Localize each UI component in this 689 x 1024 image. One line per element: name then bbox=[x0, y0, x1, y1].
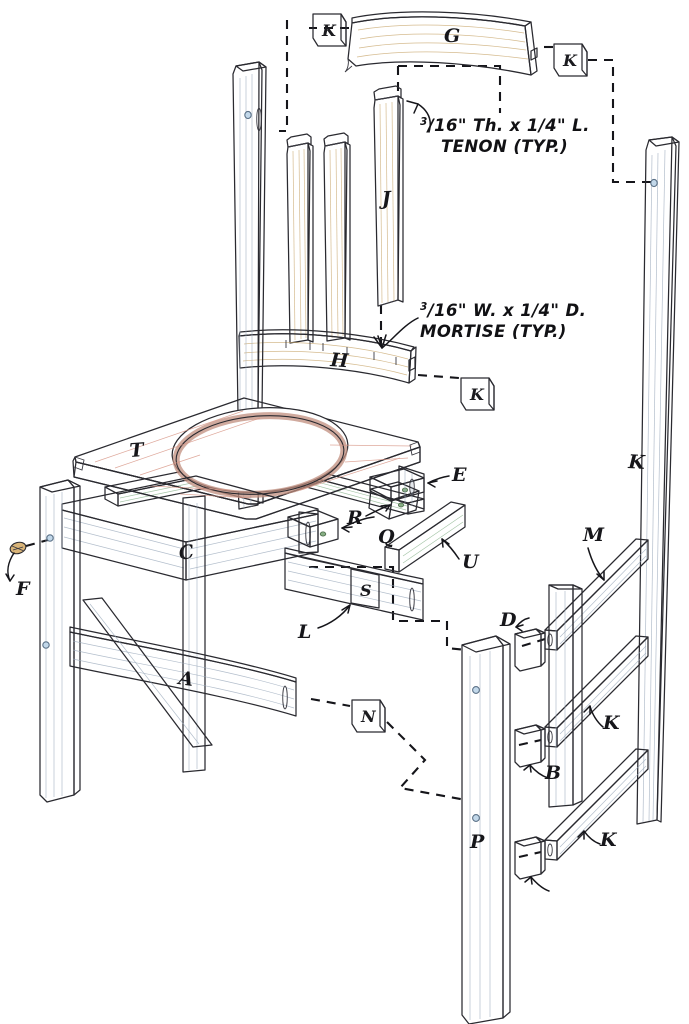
tenon-note-line2: TENON (TYP.) bbox=[441, 137, 568, 156]
rear-post-left[interactable] bbox=[232, 61, 267, 415]
callout-G: G bbox=[444, 25, 461, 47]
callout-K-rail: K bbox=[469, 385, 485, 404]
part-L-tenon-block-rail[interactable]: S bbox=[350, 568, 380, 609]
annotation-mortise-note: 3/16" W. x 1/4" D. MORTISE (TYP.) bbox=[373, 301, 586, 349]
part-P-side-rung-lower[interactable]: K bbox=[544, 748, 649, 861]
callout-H: H bbox=[329, 349, 350, 372]
callout-C: C bbox=[177, 541, 196, 565]
callout-L-leg: D bbox=[499, 609, 517, 631]
tenon-note-line1: /16" Th. x 1/4" L. bbox=[426, 116, 590, 135]
part-K-tenon-block-rail[interactable]: K bbox=[460, 377, 495, 411]
callout-L-rail: S bbox=[360, 581, 372, 600]
part-J-back-spindle-middle[interactable] bbox=[323, 132, 351, 342]
callout-K-leg-middle: B bbox=[544, 762, 562, 784]
callout-S: F bbox=[15, 578, 31, 600]
callout-U: U bbox=[462, 551, 480, 573]
callout-K-top-left: K bbox=[321, 21, 337, 40]
callout-M: M bbox=[582, 524, 605, 546]
mortise-note-sup: 3 bbox=[420, 301, 428, 313]
part-K-tenon-block-leg-lower[interactable] bbox=[514, 836, 550, 892]
callout-P: K bbox=[599, 829, 618, 851]
rear-cross-brace bbox=[82, 597, 213, 748]
callout-F: L bbox=[297, 621, 312, 643]
svg-text:3/16" Th. x 1/4" L.: 3/16" Th. x 1/4" L. bbox=[420, 116, 590, 135]
callout-E: E bbox=[451, 464, 467, 486]
seat-frame-corner-post bbox=[398, 465, 425, 510]
assembly-guide-lines bbox=[25, 20, 651, 859]
part-K-tenon-block-leg-middle[interactable]: B bbox=[514, 724, 562, 784]
part-F-front-seat-rail[interactable]: L bbox=[284, 547, 424, 643]
callout-D: A bbox=[175, 667, 195, 691]
part-A-rear-leg-right[interactable]: K bbox=[627, 136, 680, 825]
part-Q-corner-block-front[interactable]: Q bbox=[287, 509, 395, 548]
part-K-tenon-block-stretcher[interactable]: N bbox=[351, 699, 386, 733]
right-frame-rear-post bbox=[548, 584, 583, 808]
part-S-screw-plug[interactable]: F bbox=[5, 541, 31, 600]
part-N-side-rung-middle[interactable]: K bbox=[544, 635, 649, 748]
svg-text:3/16" W. x 1/4" D.: 3/16" W. x 1/4" D. bbox=[420, 301, 586, 320]
part-D-side-stretcher[interactable]: A bbox=[69, 626, 297, 717]
part-M-side-rung-upper[interactable]: M bbox=[544, 524, 649, 651]
part-K-tenon-block-top-left[interactable]: K bbox=[312, 13, 347, 47]
callout-K-top-right: K bbox=[562, 51, 578, 70]
callout-J: J bbox=[378, 188, 393, 210]
part-U-seat-cleat[interactable]: U bbox=[384, 501, 480, 573]
annotation-tenon-note: 3/16" Th. x 1/4" L. TENON (TYP.) bbox=[406, 100, 590, 156]
part-J-back-spindle-right[interactable]: J bbox=[373, 85, 404, 307]
callout-B: P bbox=[469, 831, 485, 853]
front-leg-left[interactable] bbox=[39, 479, 81, 803]
callout-Q: Q bbox=[378, 526, 395, 548]
callout-R: R bbox=[346, 507, 363, 529]
part-K-tenon-block-top-right[interactable]: K bbox=[553, 43, 588, 77]
part-L-tenon-block-leg[interactable]: D bbox=[499, 609, 546, 672]
part-J-back-spindle-left[interactable] bbox=[286, 133, 314, 344]
tenon-note-sup: 3 bbox=[420, 116, 428, 128]
callout-N: K bbox=[602, 712, 621, 734]
part-B-front-leg-right[interactable]: P bbox=[461, 635, 511, 1024]
callout-K-stretcher: N bbox=[360, 707, 377, 726]
mortise-note-line2: MORTISE (TYP.) bbox=[420, 322, 567, 341]
mortise-note-line1: /16" W. x 1/4" D. bbox=[426, 301, 587, 320]
callout-T: T bbox=[129, 439, 146, 462]
callout-A: K bbox=[627, 451, 647, 474]
part-G-crest-rail[interactable]: G bbox=[344, 11, 538, 76]
